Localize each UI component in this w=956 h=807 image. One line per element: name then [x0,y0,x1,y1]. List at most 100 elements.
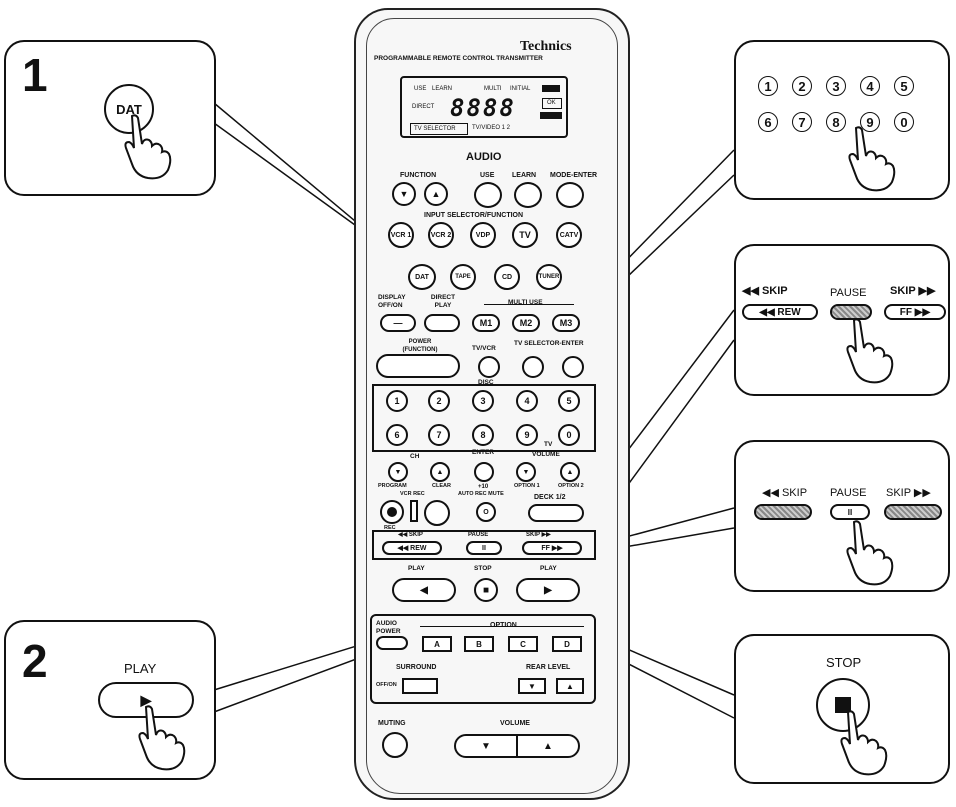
lcd-black-bar [542,85,560,92]
muting-button[interactable] [382,732,408,758]
rear-level-up-button[interactable]: ▲ [556,678,584,694]
ff-button[interactable]: FF ▶▶ [522,541,582,555]
option-c-button[interactable]: C [508,636,538,652]
input-tv-button[interactable]: TV [512,222,538,248]
ch-down-button[interactable]: ▼ [388,462,408,482]
play-left-label: PLAY [408,566,425,573]
source-cd-button[interactable]: CD [494,264,520,290]
clear-label: CLEAR [432,484,451,490]
use-button[interactable] [474,182,502,208]
source-tape-button[interactable]: TAPE [450,264,476,290]
volume-up-button[interactable]: ▲ [516,734,580,758]
display-button[interactable]: — [380,314,416,332]
callout-stop-label: STOP [826,656,861,669]
multi-m3-button[interactable]: M3 [552,314,580,332]
mode-enter-label: MODE-ENTER [550,172,597,179]
learn-button[interactable] [514,182,542,208]
lcd-tv-selector: TV SELECTOR [414,126,456,132]
input-catv-button[interactable]: CATV [556,222,582,248]
power-button[interactable] [376,354,460,378]
audio-section-label: AUDIO [466,152,501,163]
number-key-3[interactable]: 3 [472,390,494,412]
tv-enter-button[interactable] [562,356,584,378]
callout-number-keys: 1 2 3 4 5 6 7 8 9 0 [734,40,950,200]
rear-level-down-button[interactable]: ▼ [518,678,546,694]
callout1-skip-left: ◀◀ SKIP [742,286,788,297]
option-line [420,626,584,627]
tv-vcr-button[interactable] [478,356,500,378]
plus10-button[interactable]: O [476,502,496,522]
multi-use-line [484,304,574,305]
volume-main-label: VOLUME [500,720,530,727]
option-a-button[interactable]: A [422,636,452,652]
callout-number-5: 5 [894,76,914,96]
multi-m2-button[interactable]: M2 [512,314,540,332]
number-key-1[interactable]: 1 [386,390,408,412]
rec-button[interactable] [380,500,404,524]
audio-power-button[interactable] [376,636,408,650]
multi-m1-button[interactable]: M1 [472,314,500,332]
volume-down-button[interactable]: ▼ [454,734,518,758]
source-tuner-button[interactable]: TUNER [536,264,562,290]
pause-button[interactable]: II [466,541,502,555]
lcd-digit-text: 8888 [450,96,516,120]
volume-label: VOLUME [532,452,560,459]
rew-button[interactable]: ◀◀ REW [382,541,442,555]
ch-up-button[interactable]: ▲ [430,462,450,482]
number-key-9[interactable]: 9 [516,424,538,446]
number-key-7[interactable]: 7 [428,424,450,446]
number-key-8[interactable]: 8 [472,424,494,446]
lcd-black-bar-2 [540,112,562,119]
lcd-initial: INITIAL [510,86,530,92]
callout-stop: STOP [734,634,950,784]
number-key-2[interactable]: 2 [428,390,450,412]
mode-enter-button[interactable] [556,182,584,208]
callout1-skip-right: SKIP ▶▶ [890,286,935,297]
number-key-0[interactable]: 0 [558,424,580,446]
number-key-6[interactable]: 6 [386,424,408,446]
disc-label: DISC [478,380,494,387]
deck-button[interactable] [528,504,584,522]
clear-button[interactable] [424,500,450,526]
lcd-tv-selector-box: TV SELECTOR [410,123,468,135]
enter-button[interactable] [474,462,494,482]
play-reverse-button[interactable]: ◀ [392,578,456,602]
tv-volume-up-button[interactable]: ▲ [560,462,580,482]
input-vcr2-button[interactable]: VCR 2 [428,222,454,248]
number-key-5[interactable]: 5 [558,390,580,412]
callout-skip-pause: ◀◀ SKIP PAUSE SKIP ▶▶ II [734,440,950,592]
function-down-button[interactable]: ▼ [392,182,416,206]
callout-number-4: 4 [860,76,880,96]
option2-label: OPTION 2 [558,484,584,490]
vcr-rec-label: VCR REC [400,492,425,498]
remote-subtitle: PROGRAMMABLE REMOTE CONTROL TRANSMITTER [374,56,543,63]
source-dat-button[interactable]: DAT [408,264,436,290]
muting-label: MUTING [378,720,406,727]
play-button[interactable]: ▶ [516,578,580,602]
option-b-button[interactable]: B [464,636,494,652]
power-label: POWER (FUNCTION) [398,338,442,354]
step1-number: 1 [22,52,48,98]
pointing-hand-icon [842,124,902,194]
option-d-button[interactable]: D [552,636,582,652]
callout2-skip-right: SKIP ▶▶ [886,488,931,499]
surround-button[interactable] [402,678,438,694]
callout-number-6: 6 [758,112,778,132]
enter-label: ENTER [472,450,494,457]
tv-selector-enter-label: TV SELECTOR-ENTER [514,340,584,348]
input-vcr1-button[interactable]: VCR 1 [388,222,414,248]
tv-selector-button[interactable] [522,356,544,378]
input-vdp-button[interactable]: VDP [470,222,496,248]
pointing-hand-icon [132,702,192,774]
skip-left-label: ◀◀ SKIP [398,532,423,538]
lcd-direct: DIRECT [412,104,434,110]
number-key-4[interactable]: 4 [516,390,538,412]
stop-button[interactable]: ■ [474,578,498,602]
lcd-multi: MULTI [484,86,502,92]
brand-logo: Technics [520,40,572,54]
function-up-button[interactable]: ▲ [424,182,448,206]
direct-play-button[interactable] [424,314,460,332]
tv-volume-down-button[interactable]: ▼ [516,462,536,482]
callout-number-7: 7 [792,112,812,132]
lcd-ok-box: OK [542,98,562,109]
